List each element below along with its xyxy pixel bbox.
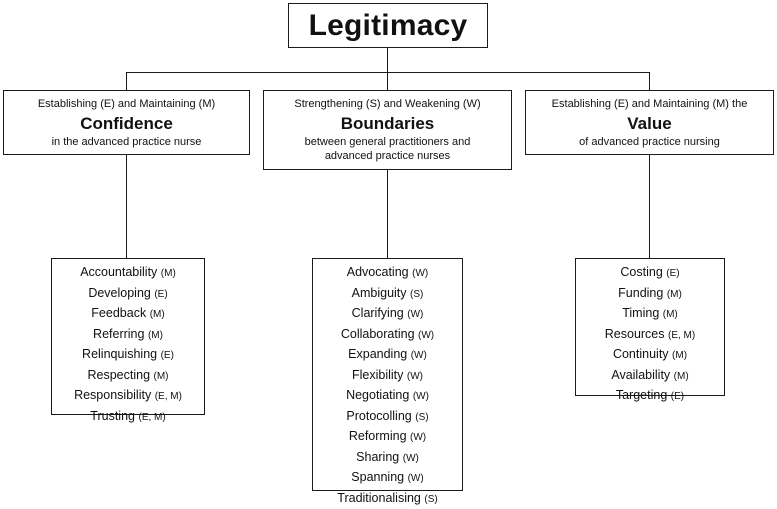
list-item: Continuity (M)	[576, 345, 724, 366]
category-prefix: Establishing (E) and Maintaining (M)	[4, 98, 249, 111]
category-suffix-line1: between general practitioners and	[264, 135, 511, 149]
category-name: Confidence	[4, 113, 249, 135]
list-item: Funding (M)	[576, 284, 724, 305]
list-boundaries: Advocating (W) Ambiguity (S) Clarifying …	[312, 258, 463, 491]
category-prefix: Establishing (E) and Maintaining (M) the	[526, 98, 773, 111]
list-item: Traditionalising (S)	[313, 489, 462, 509]
connector-horizontal	[126, 72, 650, 73]
category-name: Boundaries	[264, 113, 511, 135]
list-value: Costing (E) Funding (M) Timing (M) Resou…	[575, 258, 725, 396]
category-suffix: of advanced practice nursing	[526, 135, 773, 149]
list-item: Feedback (M)	[52, 304, 204, 325]
list-item: Protocolling (S)	[313, 407, 462, 428]
list-item: Expanding (W)	[313, 345, 462, 366]
list-item: Developing (E)	[52, 284, 204, 305]
connector-boundaries-list	[387, 170, 388, 258]
connector-value-list	[649, 155, 650, 258]
list-item: Targeting (E)	[576, 386, 724, 407]
list-item: Flexibility (W)	[313, 366, 462, 387]
connector-to-boundaries	[387, 72, 388, 90]
category-name: Value	[526, 113, 773, 135]
list-item: Relinquishing (E)	[52, 345, 204, 366]
connector-to-confidence	[126, 72, 127, 90]
list-item: Referring (M)	[52, 325, 204, 346]
root-title: Legitimacy	[309, 9, 468, 43]
category-value: Establishing (E) and Maintaining (M) the…	[525, 90, 774, 155]
connector-confidence-list	[126, 155, 127, 258]
list-item: Negotiating (W)	[313, 386, 462, 407]
list-item: Resources (E, M)	[576, 325, 724, 346]
list-item: Collaborating (W)	[313, 325, 462, 346]
category-suffix-line2: advanced practice nurses	[264, 149, 511, 163]
category-suffix: in the advanced practice nurse	[4, 135, 249, 149]
list-item: Accountability (M)	[52, 263, 204, 284]
category-confidence: Establishing (E) and Maintaining (M) Con…	[3, 90, 250, 155]
list-item: Costing (E)	[576, 263, 724, 284]
connector-to-value	[649, 72, 650, 90]
list-item: Timing (M)	[576, 304, 724, 325]
list-confidence: Accountability (M) Developing (E) Feedba…	[51, 258, 205, 415]
list-item: Sharing (W)	[313, 448, 462, 469]
list-item: Responsibility (E, M)	[52, 386, 204, 407]
list-item: Ambiguity (S)	[313, 284, 462, 305]
root-node: Legitimacy	[288, 3, 488, 48]
list-item: Clarifying (W)	[313, 304, 462, 325]
connector-root-down	[387, 48, 388, 72]
category-boundaries: Strengthening (S) and Weakening (W) Boun…	[263, 90, 512, 170]
list-item: Availability (M)	[576, 366, 724, 387]
list-item: Reforming (W)	[313, 427, 462, 448]
list-item: Spanning (W)	[313, 468, 462, 489]
list-item: Respecting (M)	[52, 366, 204, 387]
list-item: Advocating (W)	[313, 263, 462, 284]
category-prefix: Strengthening (S) and Weakening (W)	[264, 98, 511, 111]
list-item: Trusting (E, M)	[52, 407, 204, 428]
